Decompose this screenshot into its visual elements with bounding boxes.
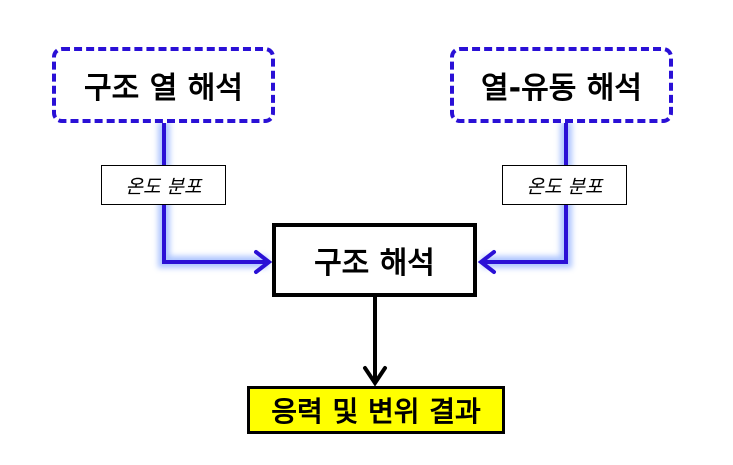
arrowhead-down: [363, 366, 387, 387]
node-label: 구조 열 해석: [84, 71, 243, 106]
node-structural-thermal-analysis: 구조 열 해석: [52, 47, 275, 123]
node-structural-analysis: 구조 해석: [272, 223, 477, 297]
edge-label-text: 온도 분포: [526, 175, 603, 198]
arrowhead-left: [254, 250, 273, 274]
node-label: 응력 및 변위 결과: [271, 395, 481, 428]
node-label: 구조 해석: [314, 246, 435, 281]
node-label: 열-유동 해석: [481, 71, 642, 106]
edge-label-temperature-right: 온도 분포: [502, 165, 627, 205]
arrowhead-right: [477, 250, 496, 274]
node-stress-displacement-result: 응력 및 변위 결과: [247, 386, 505, 434]
node-thermal-flow-analysis: 열-유동 해석: [450, 47, 673, 123]
edge-label-temperature-left: 온도 분포: [101, 165, 226, 205]
edge-label-text: 온도 분포: [125, 175, 202, 198]
